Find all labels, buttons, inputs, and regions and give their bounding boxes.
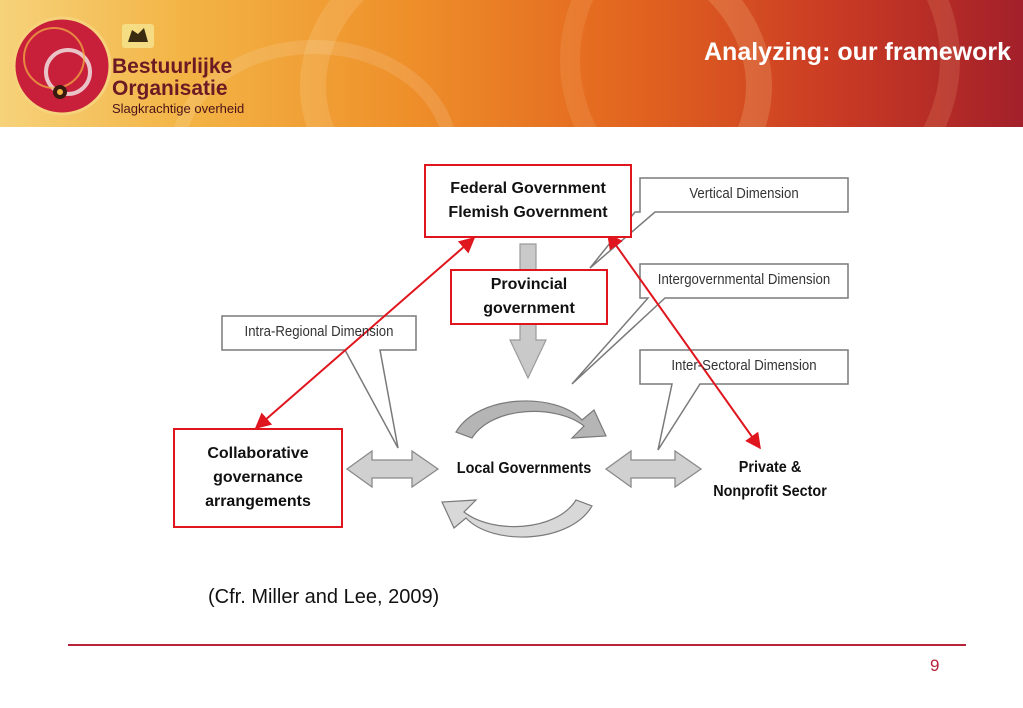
provincial-label: Provincial bbox=[490, 276, 568, 293]
left-double-arrow-icon bbox=[345, 449, 440, 489]
intra-regional-dimension-label: Intra-Regional Dimension bbox=[244, 323, 394, 340]
logo-line: Bestuurlijke bbox=[112, 55, 233, 78]
flemish-government-label: Flemish Government bbox=[448, 204, 608, 221]
collaborative-governance-box: Collaborative governance arrangements bbox=[173, 428, 343, 528]
page-number: 9 bbox=[930, 656, 940, 675]
logo-wordmark: Bestuurlijke Organisatie Slagkrachtige o… bbox=[112, 56, 244, 118]
intergovernmental-dimension-label: Intergovernmental Dimension bbox=[657, 271, 831, 288]
banner-swirl bbox=[560, 0, 960, 127]
governance-label: governance bbox=[213, 469, 303, 486]
government-label: government bbox=[483, 300, 575, 317]
provincial-government-box: Provincial government bbox=[450, 269, 608, 325]
circular-arrow-top-icon bbox=[455, 400, 607, 439]
red-arrow-federal-collaborative bbox=[254, 236, 476, 430]
footer-divider bbox=[68, 644, 966, 646]
slide-title: Analyzing: our framework bbox=[704, 38, 1011, 66]
logo-tagline: Slagkrachtige overheid bbox=[112, 101, 245, 116]
citation: (Cfr. Miller and Lee, 2009) bbox=[208, 586, 440, 608]
circular-arrow-bottom-icon bbox=[441, 499, 593, 538]
federal-government-label: Federal Government bbox=[450, 180, 606, 197]
federal-government-box: Federal Government Flemish Government bbox=[424, 164, 632, 238]
private-nonprofit-label: Private & Nonprofit Sector bbox=[698, 456, 842, 504]
private-label: Private & bbox=[738, 459, 802, 476]
arrangements-label: arrangements bbox=[205, 493, 311, 510]
logo-line: Organisatie bbox=[112, 77, 228, 100]
header-banner: Bestuurlijke Organisatie Slagkrachtige o… bbox=[0, 0, 1023, 127]
flemish-lion-icon bbox=[122, 24, 154, 48]
right-double-arrow-icon bbox=[604, 449, 703, 489]
vertical-dimension-label: Vertical Dimension bbox=[689, 185, 799, 202]
local-governments-label: Local Governments bbox=[456, 460, 592, 477]
red-arrow-federal-private bbox=[607, 232, 761, 450]
organisation-logo-icon bbox=[12, 16, 112, 116]
nonprofit-sector-label: Nonprofit Sector bbox=[713, 483, 827, 500]
inter-sectoral-dimension-label: Inter-Sectoral Dimension bbox=[671, 357, 817, 374]
collaborative-label: Collaborative bbox=[207, 445, 309, 462]
